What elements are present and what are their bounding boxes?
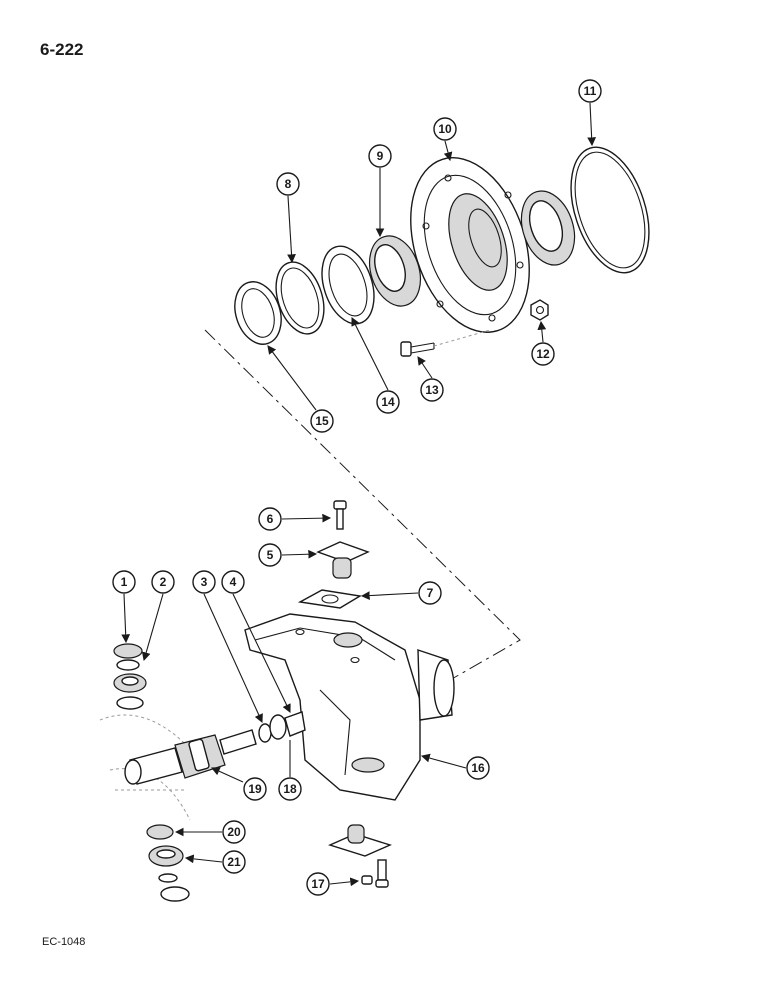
callout-10: 10 xyxy=(433,117,457,141)
lower-pin-cap-part xyxy=(328,824,392,857)
svg-text:19: 19 xyxy=(248,782,262,796)
callout-2: 2 xyxy=(151,570,175,594)
svg-text:18: 18 xyxy=(283,782,297,796)
callout-21: 21 xyxy=(222,850,246,874)
svg-text:20: 20 xyxy=(227,825,241,839)
callout-16: 16 xyxy=(466,756,490,780)
lower-seal-part xyxy=(158,873,190,902)
svg-text:10: 10 xyxy=(438,122,452,136)
upper-seal-part xyxy=(116,696,144,710)
upper-pin-cap-part xyxy=(316,541,370,579)
swivel-housing-part xyxy=(244,613,455,801)
o-ring-part xyxy=(570,146,650,274)
spacer-sleeve-part xyxy=(284,711,306,737)
small-ring-part xyxy=(116,659,140,671)
wheel-stud-part xyxy=(400,329,491,357)
lower-cap-part xyxy=(146,824,174,840)
svg-text:5: 5 xyxy=(267,548,274,562)
inner-seal-part xyxy=(321,245,375,325)
lower-bearing-part xyxy=(148,845,184,867)
svg-text:17: 17 xyxy=(311,877,325,891)
callout-8: 8 xyxy=(276,172,300,196)
svg-text:13: 13 xyxy=(425,383,439,397)
callout-19: 19 xyxy=(243,777,267,801)
svg-text:8: 8 xyxy=(285,177,292,191)
callout-13: 13 xyxy=(420,378,444,402)
figure-code: EC-1048 xyxy=(42,936,86,948)
wheel-hub-part xyxy=(410,157,530,333)
lower-bolt-part xyxy=(361,859,389,888)
callout-15: 15 xyxy=(310,409,334,433)
upper-bearing-part xyxy=(113,673,147,693)
callout-11: 11 xyxy=(578,79,602,103)
callout-7: 7 xyxy=(418,581,442,605)
callout-12: 12 xyxy=(531,342,555,366)
callout-3: 3 xyxy=(192,570,216,594)
svg-text:3: 3 xyxy=(201,575,208,589)
upper-bolt-part xyxy=(333,500,347,530)
svg-text:4: 4 xyxy=(230,575,237,589)
svg-text:1: 1 xyxy=(121,575,128,589)
svg-text:7: 7 xyxy=(427,586,434,600)
assembly-centerline xyxy=(204,329,521,681)
callout-5: 5 xyxy=(258,543,282,567)
drive-shaft-part xyxy=(124,729,257,785)
page-number: 6-222 xyxy=(40,40,84,59)
svg-text:11: 11 xyxy=(584,84,597,98)
svg-text:14: 14 xyxy=(381,395,395,409)
callout-1: 1 xyxy=(112,570,136,594)
end-cap-part xyxy=(113,643,143,659)
leader-lines xyxy=(121,102,597,887)
callout-17: 17 xyxy=(306,872,330,896)
callout-18: 18 xyxy=(278,777,302,801)
callout-6: 6 xyxy=(258,507,282,531)
collar-part xyxy=(269,714,287,740)
bearing-cone-part xyxy=(369,235,421,307)
outer-bearing-part xyxy=(520,190,576,266)
svg-text:2: 2 xyxy=(160,575,167,589)
callout-20: 20 xyxy=(222,820,246,844)
svg-text:15: 15 xyxy=(315,414,329,428)
svg-text:12: 12 xyxy=(536,347,550,361)
callout-4: 4 xyxy=(221,570,245,594)
circlip-part xyxy=(258,723,272,743)
wheel-nut-part xyxy=(530,299,549,321)
svg-text:16: 16 xyxy=(471,761,485,775)
callout-9: 9 xyxy=(368,144,392,168)
svg-text:21: 21 xyxy=(227,855,241,869)
shim-part xyxy=(297,589,363,609)
svg-text:9: 9 xyxy=(377,149,384,163)
svg-text:6: 6 xyxy=(267,512,274,526)
callout-14: 14 xyxy=(376,390,400,414)
